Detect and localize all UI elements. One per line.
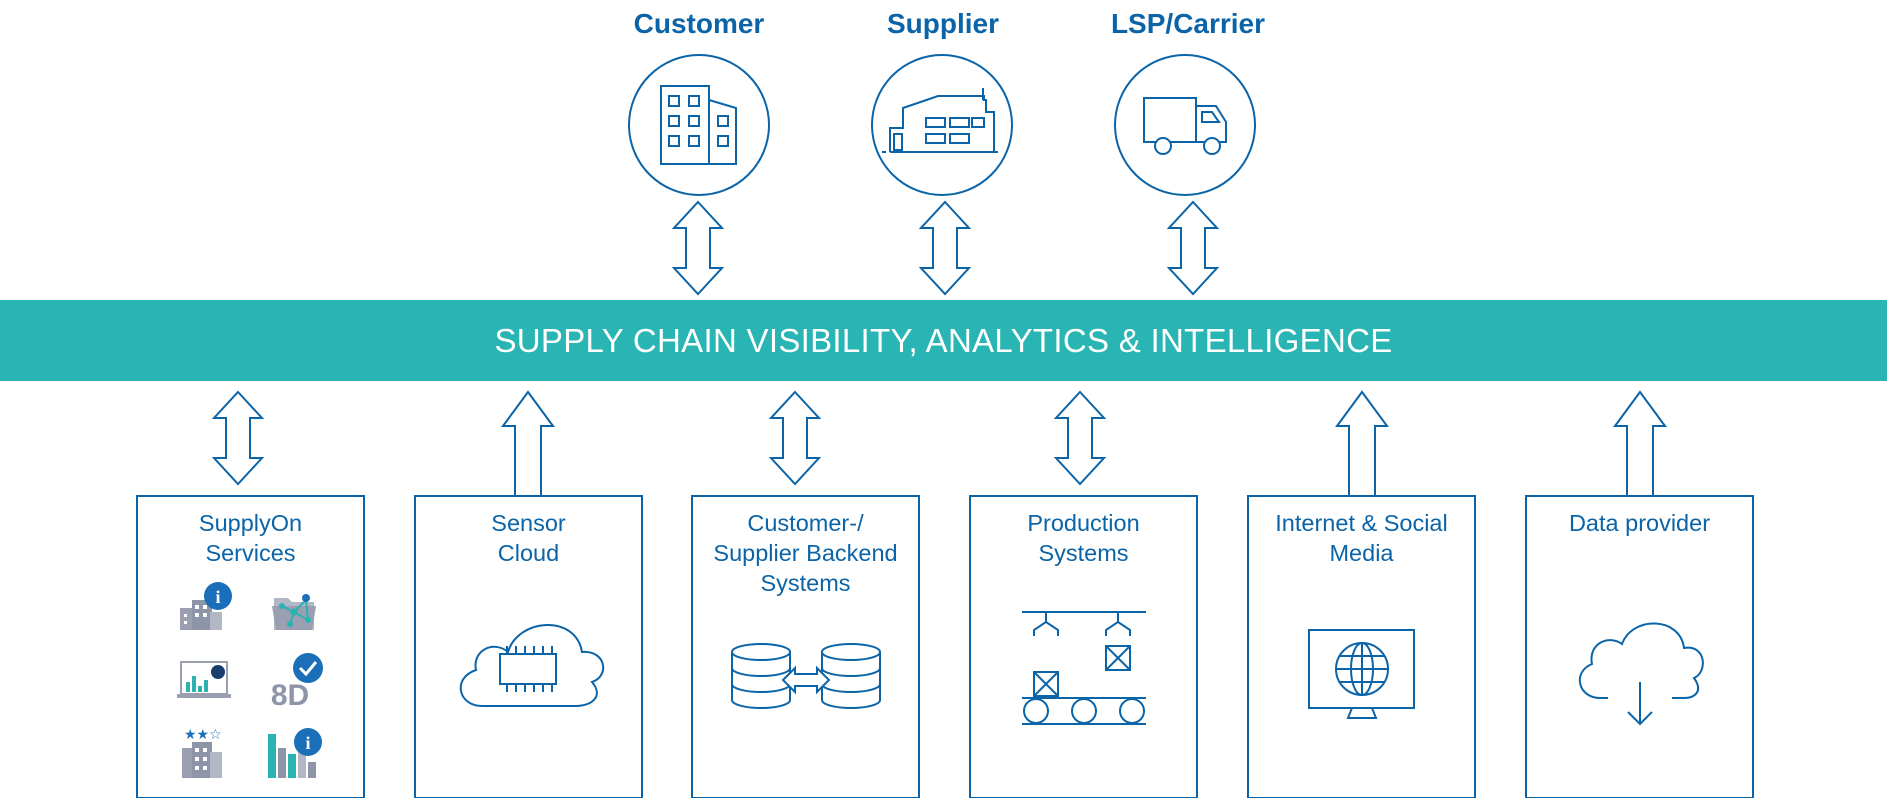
internet-connection-arrow	[1335, 390, 1389, 496]
rated-building-icon: ★★☆	[182, 727, 222, 778]
label-line: Sensor	[491, 510, 566, 536]
label-line: Media	[1329, 540, 1394, 566]
label-line: SupplyOn	[198, 510, 303, 536]
data-provider-connection-arrow	[1613, 390, 1667, 496]
svg-text:8D: 8D	[271, 679, 309, 712]
label-line: Systems	[760, 570, 851, 596]
data-provider-label: Data provider	[1526, 508, 1753, 538]
supplier-node	[871, 54, 1013, 196]
label-line: Cloud	[497, 540, 560, 566]
production-connection-arrow	[1055, 391, 1105, 485]
production-line-icon	[1022, 611, 1146, 725]
supplyon-services-label: SupplyOn Services	[137, 508, 364, 568]
supplier-title: Supplier	[886, 8, 999, 39]
sensor-connection-arrow	[501, 390, 555, 496]
supplyon-connection-arrow	[213, 391, 263, 485]
customer-title: Customer	[633, 8, 765, 39]
report-screen-icon	[177, 661, 231, 698]
backend-systems-label: Customer-/ Supplier Backend Systems	[692, 508, 919, 598]
supplyon-services-box	[136, 495, 365, 798]
database-exchange-icon	[731, 643, 881, 709]
label-line: Systems	[1038, 540, 1129, 566]
8d-check-icon: 8D	[271, 653, 323, 712]
label-line: Production	[1027, 510, 1140, 536]
sensor-cloud-label: Sensor Cloud	[415, 508, 642, 568]
cloud-chip-icon	[459, 624, 605, 707]
factory-icon	[882, 88, 998, 153]
source-boxes	[136, 495, 1754, 798]
supplier-connection-arrow	[920, 201, 970, 295]
internet-social-media-label: Internet & Social Media	[1248, 508, 1475, 568]
network-folder-icon	[272, 594, 316, 630]
production-systems-label: Production Systems	[970, 508, 1197, 568]
backend-systems-box	[691, 495, 920, 798]
data-provider-box	[1525, 495, 1754, 798]
label-line: Supplier Backend	[713, 540, 898, 566]
svg-text:★★☆: ★★☆	[184, 727, 222, 743]
lsp-carrier-node	[1114, 54, 1256, 196]
label-line: Customer-/	[747, 510, 864, 536]
svg-text:i: i	[305, 733, 310, 753]
bar-chart-info-icon: i	[268, 728, 322, 778]
carrier-connection-arrow	[1168, 201, 1218, 295]
globe-monitor-icon	[1308, 629, 1415, 719]
customer-connection-arrow	[673, 201, 723, 295]
building-info-icon: i	[180, 582, 232, 630]
production-systems-box	[969, 495, 1198, 798]
label-line: Internet & Social	[1275, 510, 1448, 536]
office-building-icon	[660, 85, 737, 165]
label-line: Services	[205, 540, 296, 566]
backend-connection-arrow	[770, 391, 820, 485]
truck-icon	[1143, 97, 1227, 155]
supplyon-services-icons: i 8D ★★☆	[177, 582, 323, 778]
label-line: Data provider	[1568, 510, 1711, 536]
banner-text: SUPPLY CHAIN VISIBILITY, ANALYTICS & INT…	[494, 322, 1393, 359]
cloud-download-icon	[1578, 622, 1704, 726]
svg-text:i: i	[215, 587, 220, 607]
lsp-carrier-title: LSP/Carrier	[1110, 8, 1266, 39]
customer-node	[628, 54, 770, 196]
visibility-banner: SUPPLY CHAIN VISIBILITY, ANALYTICS & INT…	[0, 300, 1887, 381]
